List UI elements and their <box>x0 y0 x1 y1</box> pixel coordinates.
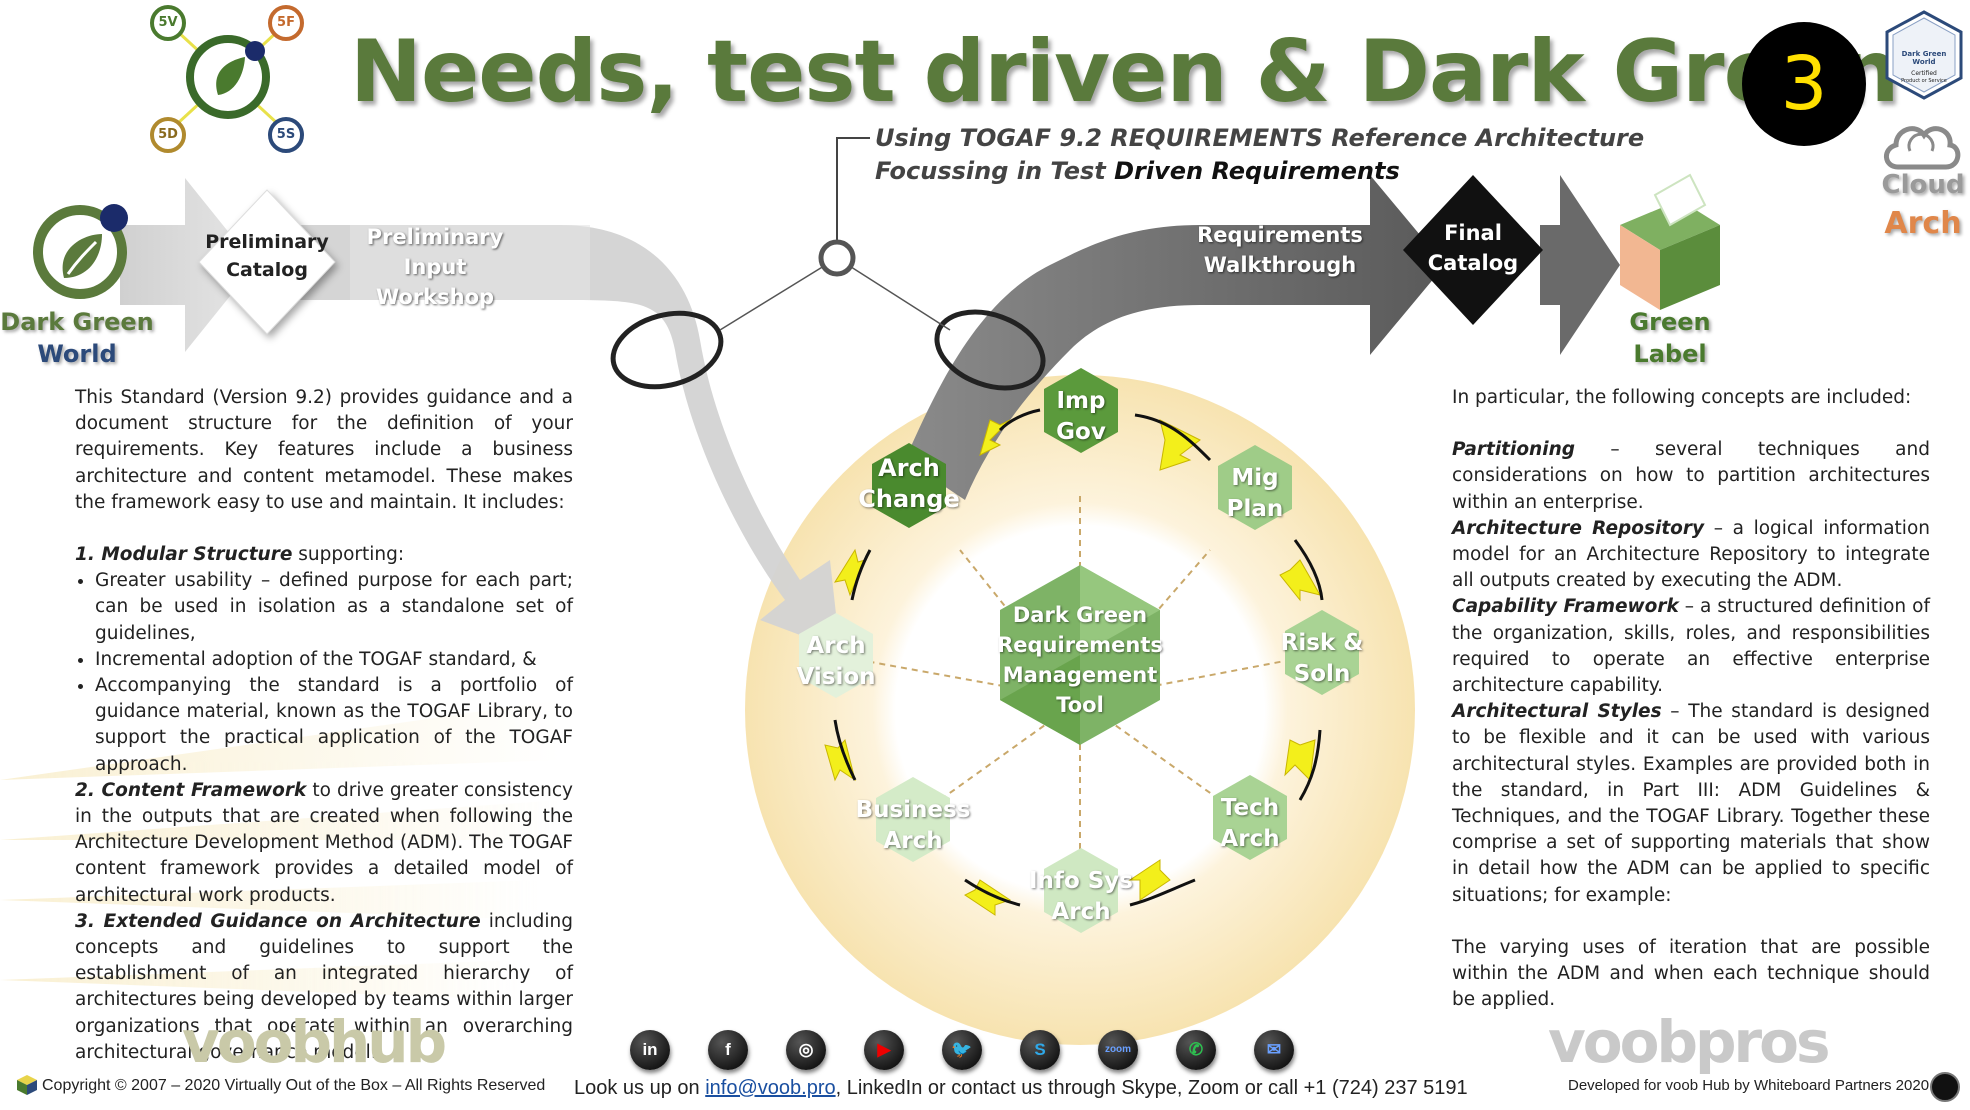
linkedin-icon[interactable]: in <box>630 1030 670 1070</box>
leaf-logo-icon <box>33 204 128 299</box>
certified-badge: Dark Green World Certified Product or Se… <box>1885 10 1963 100</box>
preliminary-arrow <box>270 225 840 650</box>
list-item: Greater usability – defined purpose for … <box>95 568 573 647</box>
right-outro: The varying uses of iteration that are p… <box>1452 936 1930 1011</box>
certified-badge-status: Certified <box>1911 70 1937 77</box>
phone-icon[interactable]: ✆ <box>1176 1030 1216 1070</box>
left-description: This Standard (Version 9.2) provides gui… <box>75 385 573 1066</box>
cloud-icon <box>1880 115 1962 175</box>
final-catalog-label: Final Catalog <box>1427 221 1519 275</box>
hex-business-arch <box>876 777 950 862</box>
arch-label: Arch <box>1884 206 1962 241</box>
hex-tech-arch <box>1213 775 1287 860</box>
twitter-icon[interactable]: 🐦 <box>942 1030 982 1070</box>
section-3: 3. Extended Guidance on Architecture inc… <box>75 910 573 1063</box>
dark-green-world-label-2: World <box>37 340 117 368</box>
logo-5d-cluster: 5V 5F 5D 5S <box>140 5 320 155</box>
green-label-box <box>1620 173 1720 310</box>
dark-green-world-logo <box>28 200 132 304</box>
right-description: In particular, the following concepts ar… <box>1452 385 1930 1013</box>
preliminary-catalog-diamond <box>198 189 336 335</box>
hex-arch-vision <box>799 613 873 698</box>
dark-green-world-label-1: Dark Green <box>0 308 154 336</box>
youtube-icon[interactable]: ▶ <box>864 1030 904 1070</box>
petal-5v: 5V <box>150 5 186 41</box>
hex-risk-soln <box>1285 610 1359 695</box>
requirements-walkthrough-label: Requirements Walkthrough <box>1197 223 1363 277</box>
hex-info-sys-arch <box>1044 848 1118 933</box>
left-intro: This Standard (Version 9.2) provides gui… <box>75 387 573 513</box>
center-hex <box>1000 565 1160 745</box>
email-icon[interactable]: ✉ <box>1254 1030 1294 1070</box>
certified-badge-subtitle: Product or Service <box>1901 78 1947 84</box>
petal-5d: 5D <box>150 117 186 153</box>
preliminary-workshop-label: Preliminary Input Workshop <box>366 225 504 309</box>
voobhub-logo: voobhub <box>182 1008 447 1076</box>
voobpros-logo: voobpros <box>1548 1008 1831 1076</box>
final-catalog-diamond <box>1403 175 1543 325</box>
hex-arch-change <box>872 443 946 528</box>
concept-architecture-repository: Architecture Repository – a logical info… <box>1452 517 1930 592</box>
skype-icon[interactable]: S <box>1020 1030 1060 1070</box>
facebook-icon[interactable]: f <box>708 1030 748 1070</box>
phase-risk-soln[interactable]: Risk &Soln <box>1280 630 1364 687</box>
start-arrow <box>120 178 255 352</box>
developed-by-text: Developed for voob Hub by Whiteboard Par… <box>1568 1077 1930 1094</box>
zoom-icon[interactable]: zoom <box>1098 1030 1138 1070</box>
green-label-1: Green <box>1629 308 1711 336</box>
concept-partitioning: Partitioning – several techniques and co… <box>1452 439 1930 513</box>
email-link[interactable]: info@voob.pro <box>705 1077 836 1099</box>
dark-green-logo-icon <box>163 18 292 137</box>
contact-line: Look us up on info@voob.pro, LinkedIn or… <box>574 1077 1468 1099</box>
green-label-2: Label <box>1633 340 1707 368</box>
instagram-icon[interactable]: ◎ <box>786 1030 826 1070</box>
subtitle-line-2: Focussing in Test Driven Requirements <box>875 157 1400 185</box>
section-1: 1. Modular Structure supporting: <box>75 544 405 566</box>
petal-5f: 5F <box>268 5 304 41</box>
hexagons <box>799 368 1359 933</box>
preliminary-catalog-label: Preliminary Catalog <box>205 231 329 281</box>
page-corner-icon <box>1930 1072 1960 1102</box>
hex-imp-gov <box>1044 368 1118 453</box>
page-title: Needs, test driven & Dark Green <box>350 22 1899 122</box>
petal-5s: 5S <box>268 117 304 153</box>
social-bar: in f ◎ ▶ 🐦 S zoom ✆ ✉ <box>630 1030 1310 1080</box>
list-item: Accompanying the standard is a portfolio… <box>95 673 573 778</box>
cloud-label: Cloud <box>1881 170 1965 200</box>
center-tool-label[interactable]: Dark Green Requirements Management Tool <box>997 603 1163 717</box>
certified-badge-title: Dark Green World <box>1901 50 1947 66</box>
walkthrough-arrow <box>905 175 1445 500</box>
hex-mig-plan <box>1218 445 1292 530</box>
cube-icon <box>16 1074 38 1096</box>
step-number-badge: 3 <box>1742 22 1866 146</box>
section-2: 2. Content Framework to drive greater co… <box>75 779 573 906</box>
subtitle: Using TOGAF 9.2 REQUIREMENTS Reference A… <box>875 122 1644 188</box>
sun-rays <box>0 700 560 1000</box>
copyright-text: Copyright © 2007 – 2020 Virtually Out of… <box>42 1077 546 1094</box>
concept-architectural-styles: Architectural Styles – The standard is d… <box>1452 701 1930 906</box>
cycle-arrows <box>824 419 1322 916</box>
section-1-bullets: Greater usability – defined purpose for … <box>75 568 573 778</box>
certified-shield-icon <box>1885 10 1963 100</box>
right-intro: In particular, the following concepts ar… <box>1452 387 1912 408</box>
list-item: Incremental adoption of the TOGAF standa… <box>95 647 573 673</box>
concept-capability-framework: Capability Framework – a structured defi… <box>1452 596 1930 697</box>
subtitle-line-1: Using TOGAF 9.2 REQUIREMENTS Reference A… <box>875 124 1645 152</box>
